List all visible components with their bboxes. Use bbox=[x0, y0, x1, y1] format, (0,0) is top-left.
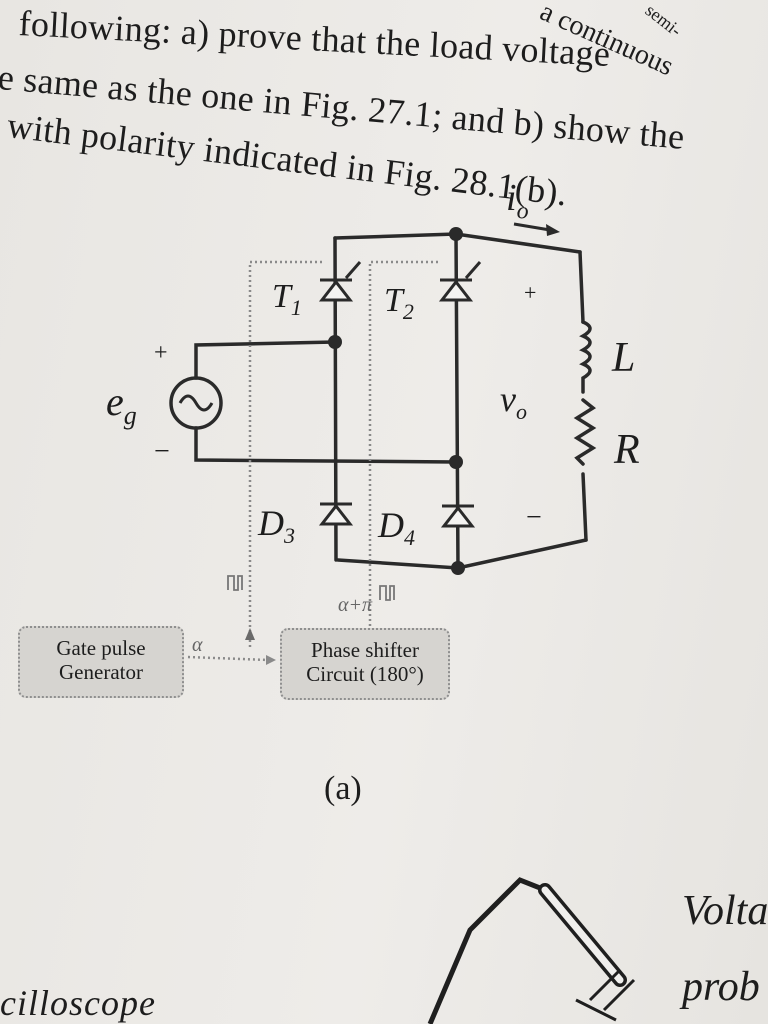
diode-d3 bbox=[318, 502, 354, 526]
gate-pulse-line-1: Gate pulse bbox=[56, 636, 146, 660]
figure-caption: (a) bbox=[324, 770, 362, 807]
oscilloscope-text: cilloscope bbox=[0, 983, 156, 1023]
alpha-pi-label: α+π bbox=[338, 594, 373, 616]
pulse-icon-left bbox=[227, 575, 243, 591]
voltage-probe-text: Volta prob bbox=[682, 888, 768, 1010]
current-arrow-line bbox=[513, 222, 551, 232]
voltage-probe-line-1: Volta bbox=[682, 888, 768, 934]
source-bottom-wire bbox=[194, 426, 458, 464]
gate-t2-wire bbox=[368, 260, 438, 650]
phase-shifter-line-2: Circuit (180°) bbox=[306, 662, 424, 686]
output-minus-sign: − bbox=[526, 502, 542, 533]
output-plus-sign: + bbox=[524, 280, 537, 305]
diode-d4 bbox=[440, 504, 476, 528]
junction-d4-source bbox=[449, 455, 463, 469]
gate-pulse-line-2: Generator bbox=[59, 660, 143, 684]
resistor-label: R bbox=[614, 427, 640, 473]
gate-t1-wire bbox=[248, 260, 322, 650]
arrow-up-gate bbox=[245, 628, 255, 640]
junction-bottom bbox=[451, 561, 465, 575]
inductor-coil bbox=[579, 320, 592, 394]
diode-d4-label: D4 bbox=[378, 505, 415, 551]
source-minus-sign: − bbox=[154, 436, 170, 467]
pulse-icon-right bbox=[379, 585, 395, 601]
current-label: io bbox=[506, 177, 529, 225]
probe-tip bbox=[575, 968, 636, 1022]
thyristor-t1-label: T1 bbox=[272, 278, 302, 320]
thyristor-t2-label: T2 bbox=[384, 282, 414, 324]
thyristor-t1 bbox=[318, 261, 362, 302]
source-top-wire bbox=[194, 340, 337, 380]
inductor-label: L bbox=[612, 335, 636, 381]
phase-shifter-line-1: Phase shifter bbox=[311, 638, 419, 662]
current-arrow-head bbox=[546, 224, 560, 236]
output-voltage-label: vo bbox=[500, 379, 527, 425]
diode-d3-label: D3 bbox=[258, 503, 295, 549]
alpha-label: α bbox=[192, 634, 203, 656]
junction-top bbox=[449, 227, 463, 241]
source-label: eg bbox=[106, 379, 137, 430]
gate-generator-to-shifter bbox=[187, 655, 269, 662]
ac-source-circle bbox=[169, 376, 223, 430]
phase-shifter-block: Phase shifter Circuit (180°) bbox=[280, 628, 450, 700]
ac-source-sine bbox=[178, 394, 214, 412]
gate-signal-wires bbox=[187, 260, 438, 662]
probe-body-inner bbox=[541, 886, 624, 984]
resistor-zigzag bbox=[573, 398, 597, 466]
arrow-to-phase-shifter bbox=[266, 655, 276, 665]
thyristor-t2 bbox=[438, 261, 482, 302]
right-wire-bottom bbox=[581, 472, 588, 542]
source-plus-sign: + bbox=[154, 340, 168, 366]
junction-t1-source bbox=[328, 335, 342, 349]
voltage-probe-line-2: prob bbox=[682, 964, 760, 1010]
junction-dots bbox=[328, 227, 465, 575]
probe-cable bbox=[427, 877, 546, 1024]
right-wire-top bbox=[578, 250, 585, 324]
gate-pulse-generator-block: Gate pulse Generator bbox=[18, 626, 184, 698]
